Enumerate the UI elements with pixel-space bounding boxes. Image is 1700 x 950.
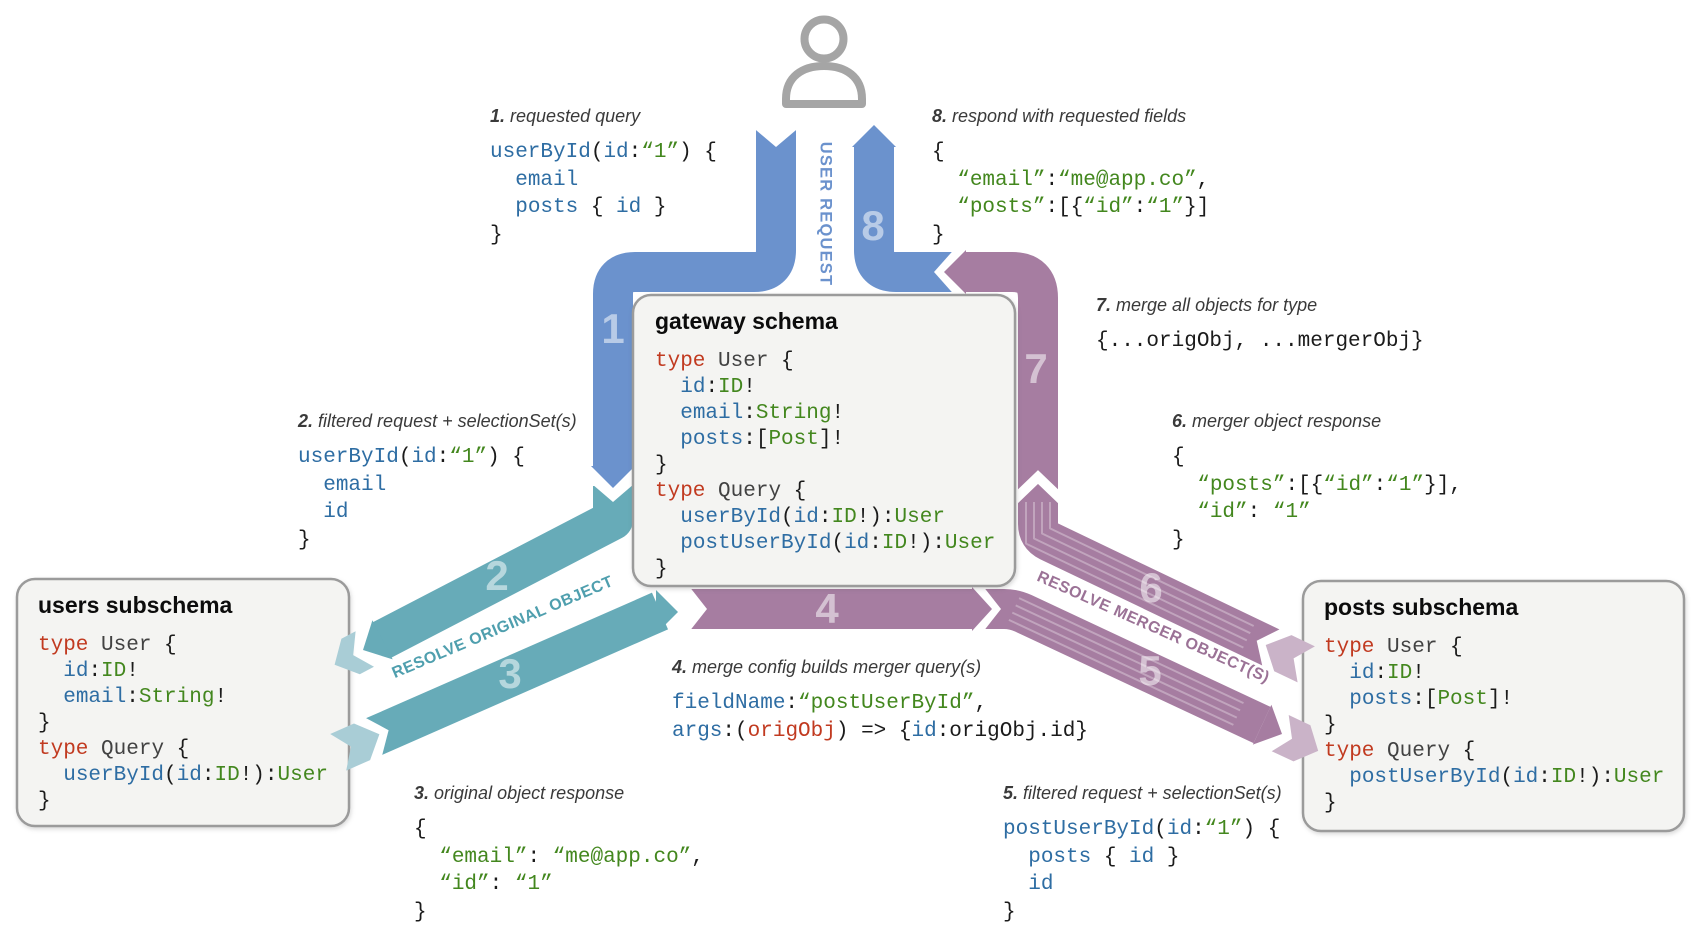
- band-1-user-request-down: [593, 128, 796, 466]
- band-6-pinstripes: [1041, 502, 1251, 635]
- junction-gap: [585, 478, 641, 502]
- band-5-pinstripes: [1008, 618, 1234, 726]
- band-6-box-connector: [1265, 635, 1315, 683]
- band-6-7-merger-response: [966, 252, 1281, 667]
- band-6-pinstripes: [1049, 502, 1255, 627]
- band-6-7-junction-chevron: [1009, 470, 1067, 505]
- band-6-pinstripes: [1025, 502, 1244, 649]
- band-4-arrowhead: [972, 587, 992, 631]
- band-5-box-connector: [1271, 715, 1319, 762]
- band-8-arrowhead: [852, 125, 896, 147]
- band-1-arrowhead: [591, 466, 635, 488]
- band-1-tail-notch: [750, 125, 802, 147]
- band-8-user-response-up: [854, 147, 952, 292]
- band-2-arrowhead: [363, 620, 393, 660]
- gateway-schema-panel: [631, 293, 1017, 588]
- band-5-arrowhead: [1252, 704, 1282, 745]
- band-5-pinstripes: [1011, 611, 1238, 719]
- band-5-merger-request: [984, 589, 1271, 744]
- person-icon-body: [782, 62, 866, 108]
- junction-gap: [685, 581, 707, 637]
- users-subschema-panel: [15, 577, 351, 828]
- band-3-arrowhead: [656, 590, 678, 634]
- person-icon: [800, 15, 848, 63]
- band-2-box-connector: [334, 631, 374, 675]
- band-2-resolve-original-request: [372, 486, 633, 658]
- band-5-pinstripes: [1015, 604, 1241, 712]
- band-7-arrowhead: [944, 250, 966, 294]
- band-3-original-object-response: [364, 592, 669, 756]
- band-6-pinstripes: [1033, 502, 1248, 642]
- band-3-box-connector: [330, 723, 380, 771]
- posts-subschema-panel: [1301, 579, 1686, 833]
- band-5-pinstripes: [1018, 597, 1244, 705]
